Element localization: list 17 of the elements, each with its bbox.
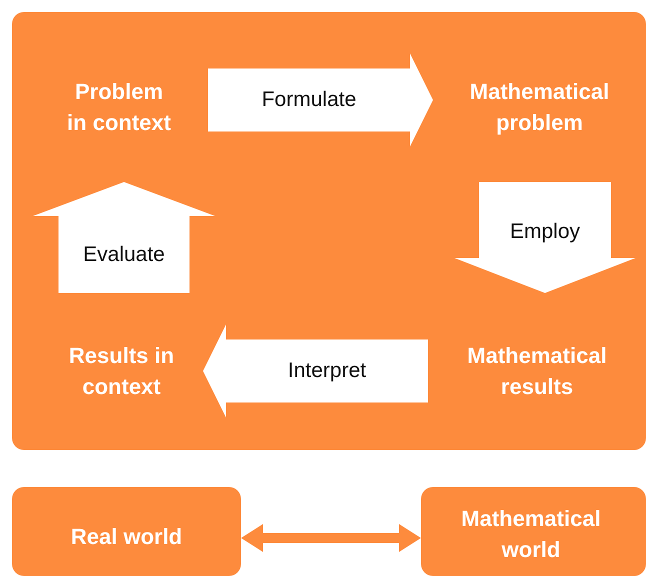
stage-label: Mathematical problem (468, 78, 610, 137)
edge-label: Formulate (262, 88, 356, 112)
world-box (12, 487, 241, 576)
world-box (421, 487, 646, 576)
box-label: Real world (70, 523, 182, 551)
stage-label: Problem in context (66, 78, 172, 137)
block-arrow (33, 182, 215, 293)
edge-label: Interpret (288, 359, 366, 383)
block-arrow (454, 182, 636, 293)
edge-label: Employ (510, 220, 580, 244)
stage-label: Mathematical results (466, 342, 608, 401)
edge-label: Evaluate (83, 242, 165, 266)
block-arrow (208, 54, 433, 146)
box-label: Mathematical world (460, 505, 602, 564)
block-arrow (203, 324, 428, 418)
double-arrow (241, 524, 421, 552)
stage-label: Results in context (68, 342, 176, 401)
